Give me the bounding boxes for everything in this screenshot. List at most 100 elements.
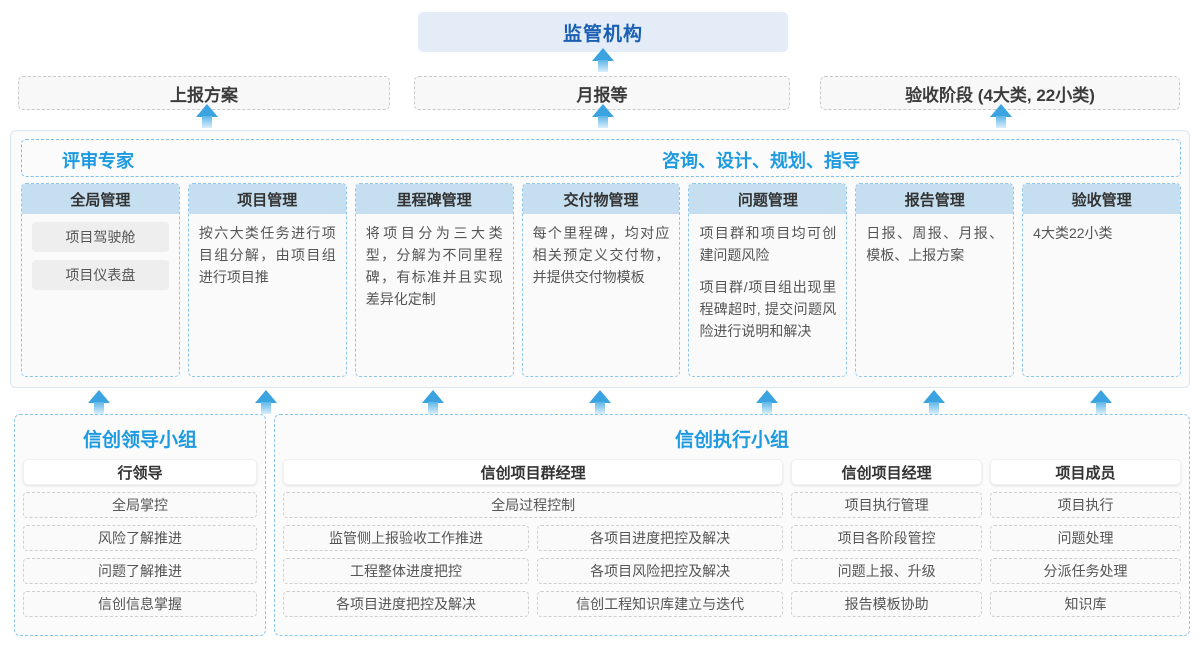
arrow-stem-icon: [261, 402, 272, 414]
capability-column: 全局管理项目驾驶舱项目仪表盘: [21, 183, 180, 377]
regulator-title-text: 监管机构: [562, 23, 643, 45]
capability-column: 交付物管理每个里程碑，均对应相关预定义交付物，并提供交付物模板: [521, 183, 681, 377]
execution-column: 信创项目经理项目执行管理项目各阶段管控问题上报、升级报告模板协助: [791, 459, 983, 627]
execution-item[interactable]: 监管侧上报验收工作推进: [283, 525, 530, 551]
arrow-head-icon: [922, 390, 945, 403]
role-band: 评审专家 咨询、设计、规划、指导: [21, 139, 1181, 177]
execution-item[interactable]: 工程整体进度把控: [283, 558, 530, 584]
capability-pill[interactable]: 项目仪表盘: [32, 260, 169, 290]
group-execution-title: 信创执行小组: [674, 430, 789, 451]
capability-column-header: 交付物管理: [522, 184, 680, 214]
leadership-item[interactable]: 全局掌控: [23, 492, 257, 518]
capability-paragraph: 日报、周报、月报、模板、上报方案: [866, 225, 1004, 263]
group-execution: 信创执行小组 信创项目群经理全局过程控制监管侧上报验收工作推进各项目进度把控及解…: [274, 414, 1190, 636]
execution-column-head: 信创项目群经理: [283, 459, 784, 485]
middle-capability-panel: 评审专家 咨询、设计、规划、指导 全局管理项目驾驶舱项目仪表盘项目管理按六大类任…: [10, 130, 1190, 388]
execution-item[interactable]: 项目执行: [990, 492, 1181, 518]
arrow-column-to-team: [755, 390, 778, 414]
capability-column-header: 报告管理: [856, 184, 1014, 214]
arrow-head-icon: [1089, 390, 1112, 403]
capability-column-header: 项目管理: [188, 184, 346, 214]
arrow-column-to-team: [589, 390, 611, 414]
capability-column: 问题管理项目群和项目均可创建问题风险项目群/项目组出现里程碑超时, 提交问题风险…: [688, 183, 848, 377]
capability-paragraph: 每个里程碑，均对应相关预定义交付物，并提供交付物模板: [532, 225, 670, 285]
execution-column-head: 项目成员: [990, 459, 1181, 485]
arrow-head-icon: [990, 104, 1012, 117]
execution-column-head: 信创项目经理: [791, 459, 983, 485]
capability-column-header: 全局管理: [22, 184, 179, 214]
arrow-stem-icon: [598, 116, 608, 128]
arrow-to-regulator: [592, 48, 614, 72]
execution-item-full[interactable]: 全局过程控制: [283, 492, 784, 518]
topbox-acceptance-stage-label: 验收阶段 (4大类, 22小类): [905, 85, 1095, 105]
arrow-head-icon: [592, 104, 614, 117]
execution-item[interactable]: 项目执行管理: [791, 492, 983, 518]
group-leadership: 信创领导小组 行领导 全局掌控风险了解推进问题了解推进信创信息掌握: [14, 414, 266, 636]
leadership-item[interactable]: 信创信息掌握: [23, 591, 257, 617]
arrow-head-icon: [592, 48, 614, 61]
capability-column-header: 验收管理: [1023, 184, 1181, 214]
arrow-stem-icon: [202, 116, 212, 128]
capability-paragraph: 按六大类任务进行项目组分解，由项目组进行项目推: [198, 225, 336, 285]
topbox-monthly-report: 月报等: [414, 76, 790, 110]
execution-item-row: 各项目进度把控及解决信创工程知识库建立与迭代: [283, 591, 784, 617]
execution-column: 信创项目群经理全局过程控制监管侧上报验收工作推进各项目进度把控及解决工程整体进度…: [283, 459, 784, 627]
execution-item[interactable]: 各项目进度把控及解决: [283, 591, 530, 617]
arrow-to-monthly-report: [592, 104, 614, 128]
execution-item[interactable]: 知识库: [990, 591, 1181, 617]
arrow-to-acceptance-stage: [990, 104, 1012, 128]
role-label-review-expert: 评审专家: [62, 151, 134, 171]
capability-column: 报告管理日报、周报、月报、模板、上报方案: [855, 183, 1015, 377]
capability-column-body: 每个里程碑，均对应相关预定义交付物，并提供交付物模板: [523, 214, 680, 376]
role-label-consulting: 咨询、设计、规划、指导: [662, 151, 860, 171]
arrow-column-to-team: [88, 390, 111, 414]
topbox-report-plan-label: 上报方案: [170, 85, 238, 105]
capability-paragraph: 4大类22小类: [1033, 225, 1113, 241]
capability-pill[interactable]: 项目驾驶舱: [32, 222, 169, 252]
execution-item[interactable]: 信创工程知识库建立与迭代: [537, 591, 784, 617]
capability-column-body: 按六大类任务进行项目组分解，由项目组进行项目推: [189, 214, 346, 376]
capability-column-body: 日报、周报、月报、模板、上报方案: [856, 214, 1013, 376]
subcol-bank-leader: 行领导 全局掌控风险了解推进问题了解推进信创信息掌握: [23, 459, 257, 627]
capability-column-body: 4大类22小类: [1023, 214, 1180, 376]
leadership-item[interactable]: 风险了解推进: [23, 525, 257, 551]
arrow-stem-icon: [996, 116, 1006, 128]
capability-column-header: 里程碑管理: [355, 184, 513, 214]
execution-item[interactable]: 分派任务处理: [990, 558, 1181, 584]
arrow-stem-icon: [595, 402, 605, 414]
execution-item[interactable]: 项目各阶段管控: [791, 525, 983, 551]
regulator-title-box: 监管机构: [418, 12, 788, 52]
topbox-monthly-report-label: 月报等: [576, 85, 628, 105]
arrow-head-icon: [88, 390, 111, 403]
capability-paragraph: 项目群/项目组出现里程碑超时, 提交问题风险进行说明和解决: [699, 279, 837, 339]
capability-column-body: 将项目分为三大类型，分解为不同里程碑，有标准并且实现差异化定制: [356, 214, 513, 376]
capability-column-body: 项目驾驶舱项目仪表盘: [22, 214, 179, 376]
execution-item-row: 工程整体进度把控各项目风险把控及解决: [283, 558, 784, 584]
capability-paragraph: 将项目分为三大类型，分解为不同里程碑，有标准并且实现差异化定制: [365, 225, 503, 307]
leadership-item[interactable]: 问题了解推进: [23, 558, 257, 584]
arrow-head-icon: [196, 104, 218, 117]
execution-item[interactable]: 各项目进度把控及解决: [537, 525, 784, 551]
capability-paragraph: 项目群和项目均可创建问题风险: [699, 225, 837, 263]
arrow-head-icon: [422, 390, 445, 403]
capability-column: 里程碑管理将项目分为三大类型，分解为不同里程碑，有标准并且实现差异化定制: [354, 183, 514, 377]
execution-item[interactable]: 问题处理: [990, 525, 1181, 551]
execution-item[interactable]: 问题上报、升级: [791, 558, 983, 584]
arrow-column-to-team: [422, 390, 445, 414]
arrow-stem-icon: [928, 402, 939, 414]
arrow-stem-icon: [428, 402, 439, 414]
execution-item[interactable]: 各项目风险把控及解决: [537, 558, 784, 584]
arrow-head-icon: [255, 390, 278, 403]
execution-item-row: 监管侧上报验收工作推进各项目进度把控及解决: [283, 525, 784, 551]
execution-columns: 信创项目群经理全局过程控制监管侧上报验收工作推进各项目进度把控及解决工程整体进度…: [283, 459, 1181, 627]
arrow-stem-icon: [1095, 402, 1106, 414]
arrow-head-icon: [755, 390, 778, 403]
capability-column-body: 项目群和项目均可创建问题风险项目群/项目组出现里程碑超时, 提交问题风险进行说明…: [689, 214, 846, 376]
arrow-stem-icon: [761, 402, 772, 414]
capability-columns: 全局管理项目驾驶舱项目仪表盘项目管理按六大类任务进行项目组分解，由项目组进行项目…: [21, 183, 1182, 377]
execution-column: 项目成员项目执行问题处理分派任务处理知识库: [990, 459, 1181, 627]
arrow-stem-icon: [94, 402, 105, 414]
execution-item[interactable]: 报告模板协助: [791, 591, 983, 617]
group-leadership-title: 信创领导小组: [82, 430, 197, 451]
